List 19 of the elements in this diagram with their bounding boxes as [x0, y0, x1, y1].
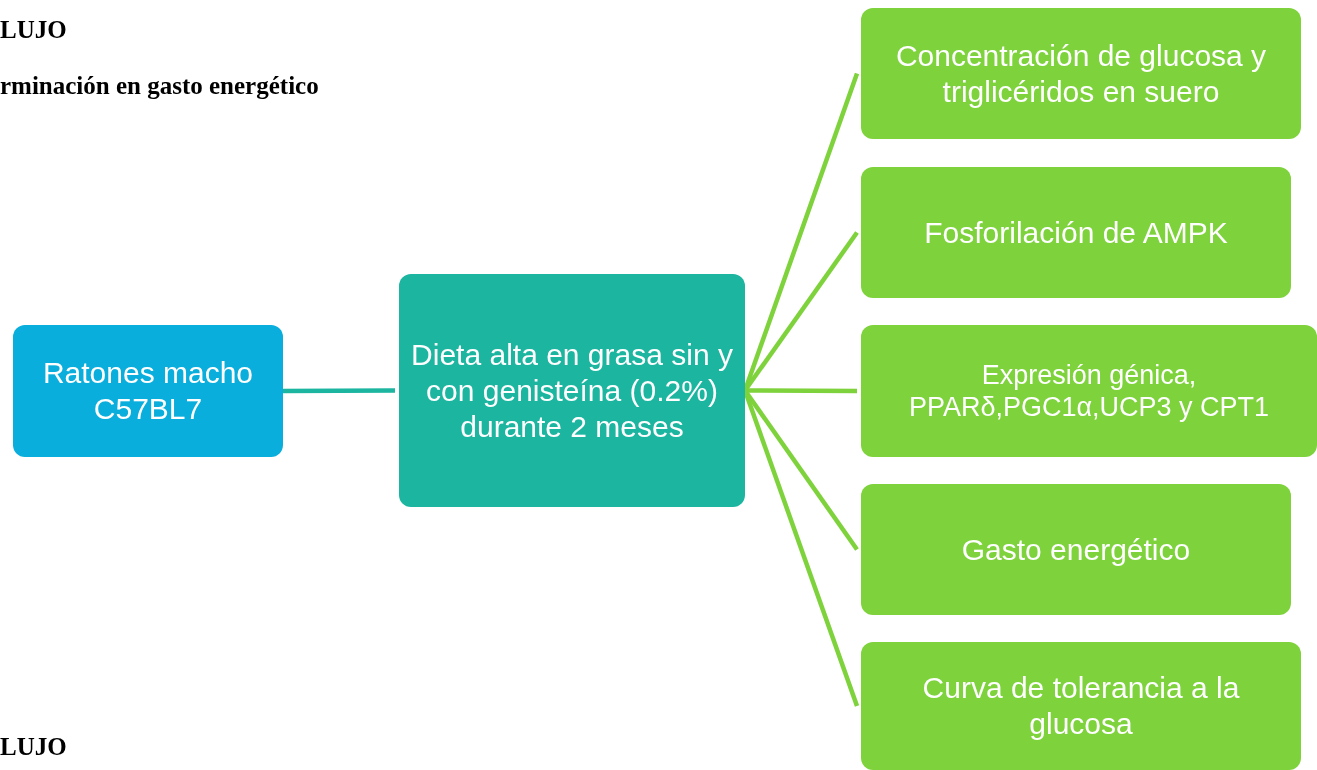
outcome-box: [861, 325, 1317, 457]
node-label: Dieta alta en grasa sin y con genisteína (0.2%) durante 2 meses: [410, 336, 734, 445]
heading-fragment: LUJO: [0, 733, 67, 761]
heading-fragment: LUJO: [0, 16, 67, 44]
outcome-box: [861, 8, 1301, 139]
node-label: Curva de tolerancia a la glucosa: [921, 670, 1241, 742]
connector-line: [745, 388, 857, 394]
connector-line: [283, 388, 395, 394]
node-label: Concentración de glucosa y triglicéridos en suero: [894, 37, 1268, 110]
node-label: Gasto energético: [961, 531, 1191, 568]
heading-fragment: rminación en gasto energético: [0, 72, 319, 100]
treatment-box: [399, 274, 745, 507]
node-label: Expresión génica, PPARδ,PGC1α,UCP3 y CPT1: [907, 358, 1271, 424]
outcome-box: [861, 167, 1291, 298]
outcome-box: [861, 642, 1301, 770]
node-label: Ratones macho C57BL7: [41, 355, 255, 427]
node-label: Fosforilación de AMPK: [924, 214, 1228, 251]
outcome-box: [861, 484, 1291, 615]
subject-box: [13, 325, 283, 457]
